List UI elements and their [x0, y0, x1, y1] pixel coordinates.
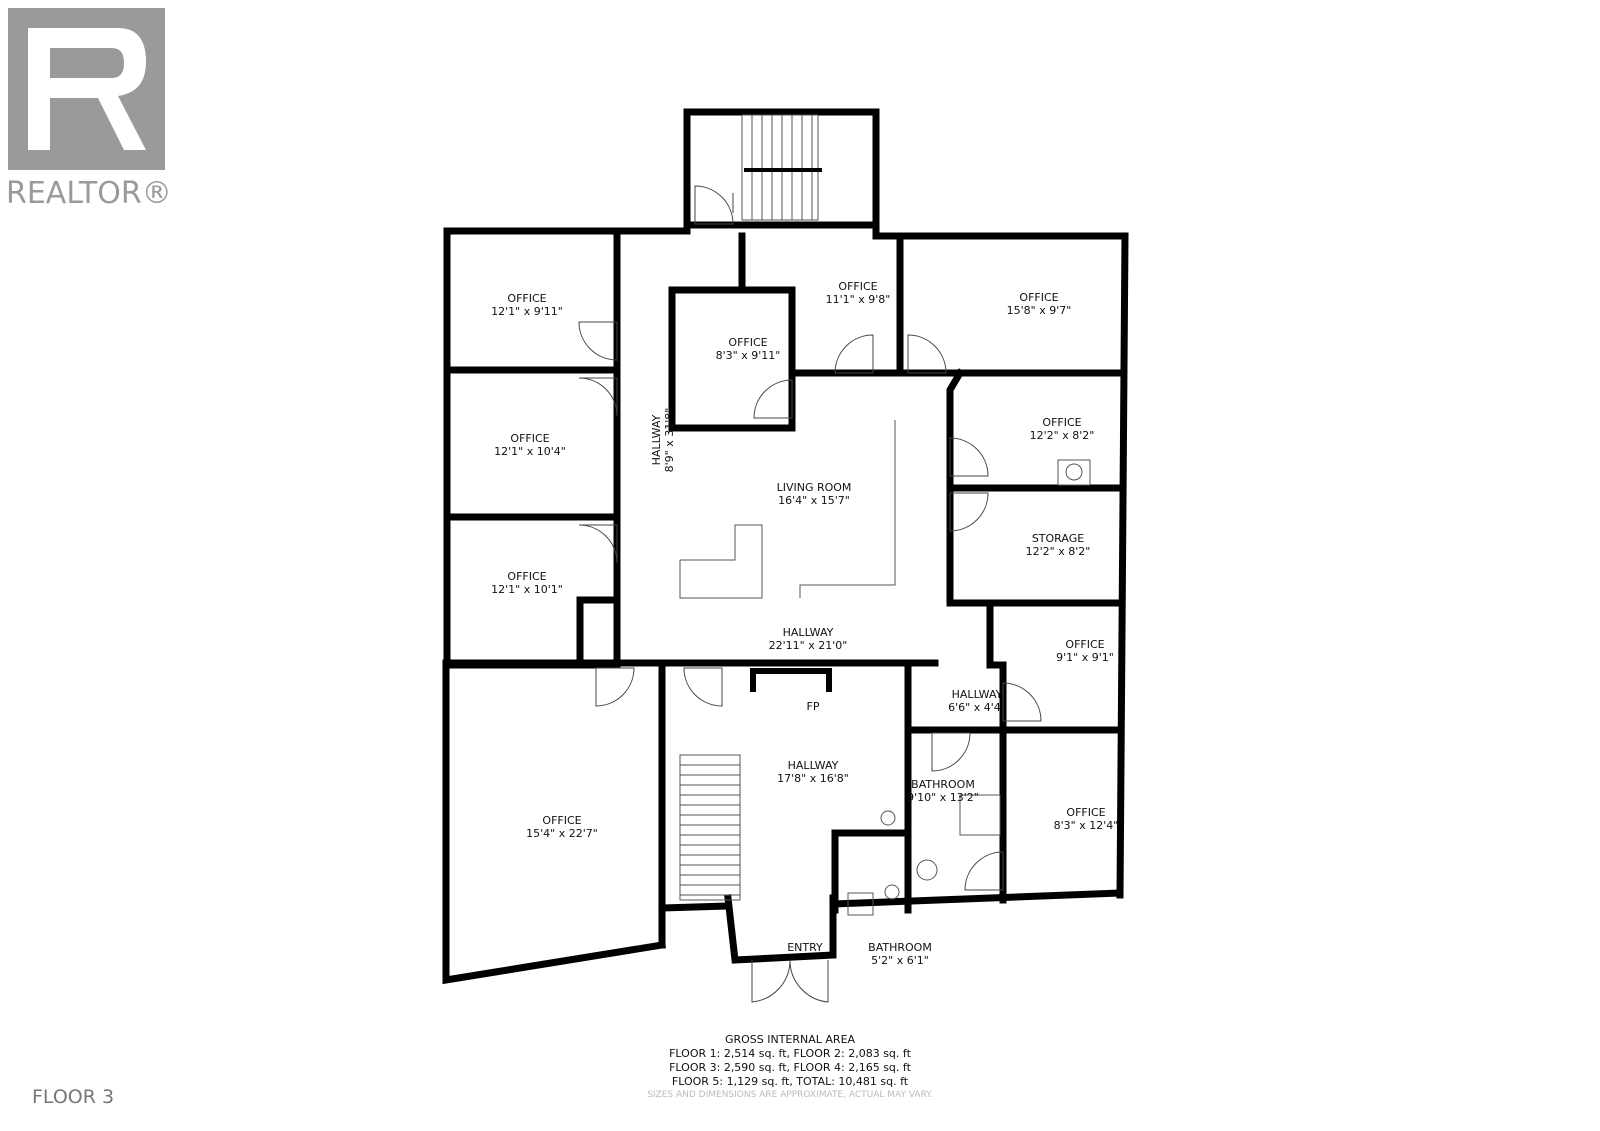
room-name: OFFICE [1042, 416, 1081, 429]
room-size: 9'1" x 9'1" [1056, 651, 1114, 664]
room-size: 9'10" x 13'2" [907, 791, 979, 804]
room-size: 15'4" x 22'7" [526, 827, 598, 840]
room-name: LIVING ROOM [777, 481, 852, 494]
room-size: 12'1" x 10'1" [491, 583, 563, 596]
doors [578, 185, 1042, 1003]
gross-area: GROSS INTERNAL AREA FLOOR 1: 2,514 sq. f… [647, 1033, 933, 1100]
room-name: HALLWAY [952, 688, 1003, 701]
room-size: 16'4" x 15'7" [778, 494, 850, 507]
room-name: HALLWAY [783, 626, 834, 639]
room-name: OFFICE [507, 292, 546, 305]
room-size: 12'2" x 8'2" [1026, 545, 1091, 558]
room-size: 12'1" x 10'4" [494, 445, 566, 458]
room-size: 12'2" x 8'2" [1030, 429, 1095, 442]
gross-area-title: GROSS INTERNAL AREA [725, 1033, 856, 1046]
room-size: 8'3" x 9'11" [716, 349, 781, 362]
room-name: OFFICE [728, 336, 767, 349]
walls [442, 108, 1129, 985]
stairs [679, 114, 822, 901]
room-size: 6'6" x 4'4" [948, 701, 1006, 714]
gross-area-line: FLOOR 3: 2,590 sq. ft, FLOOR 4: 2,165 sq… [669, 1061, 911, 1074]
disclaimer: SIZES AND DIMENSIONS ARE APPROXIMATE, AC… [647, 1090, 933, 1100]
room-size: 17'8" x 16'8" [777, 772, 849, 785]
room-name: BATHROOM [868, 941, 932, 954]
room-size: 22'11" x 21'0" [769, 639, 848, 652]
logo-text: REALTOR® [6, 176, 172, 211]
room-name: OFFICE [1066, 806, 1105, 819]
room-size: 8'9" x 31'8" [663, 408, 676, 473]
room-size: 11'1" x 9'8" [826, 293, 891, 306]
room-name: OFFICE [1019, 291, 1058, 304]
room-name: OFFICE [510, 432, 549, 445]
room-name: HALLWAY [788, 759, 839, 772]
room-label: FP [807, 700, 820, 713]
room-size: 12'1" x 9'11" [491, 305, 563, 318]
gross-area-line: FLOOR 5: 1,129 sq. ft, TOTAL: 10,481 sq.… [672, 1075, 909, 1088]
realtor-logo [8, 8, 165, 170]
room-name: OFFICE [507, 570, 546, 583]
room-name: OFFICE [838, 280, 877, 293]
room-size: 15'8" x 9'7" [1007, 304, 1072, 317]
room-size: 5'2" x 6'1" [871, 954, 929, 967]
room-name: BATHROOM [911, 778, 975, 791]
room-name: OFFICE [542, 814, 581, 827]
room-label: ENTRY [787, 941, 823, 954]
room-name: STORAGE [1032, 532, 1084, 545]
room-name: FP [807, 700, 820, 713]
room-name: HALLWAY [650, 414, 663, 465]
counters [679, 420, 1091, 916]
room-name: OFFICE [1065, 638, 1104, 651]
gross-area-line: FLOOR 1: 2,514 sq. ft, FLOOR 2: 2,083 sq… [669, 1047, 911, 1060]
room-name: ENTRY [787, 941, 823, 954]
room-size: 8'3" x 12'4" [1054, 819, 1119, 832]
floor-label: FLOOR 3 [32, 1086, 114, 1108]
